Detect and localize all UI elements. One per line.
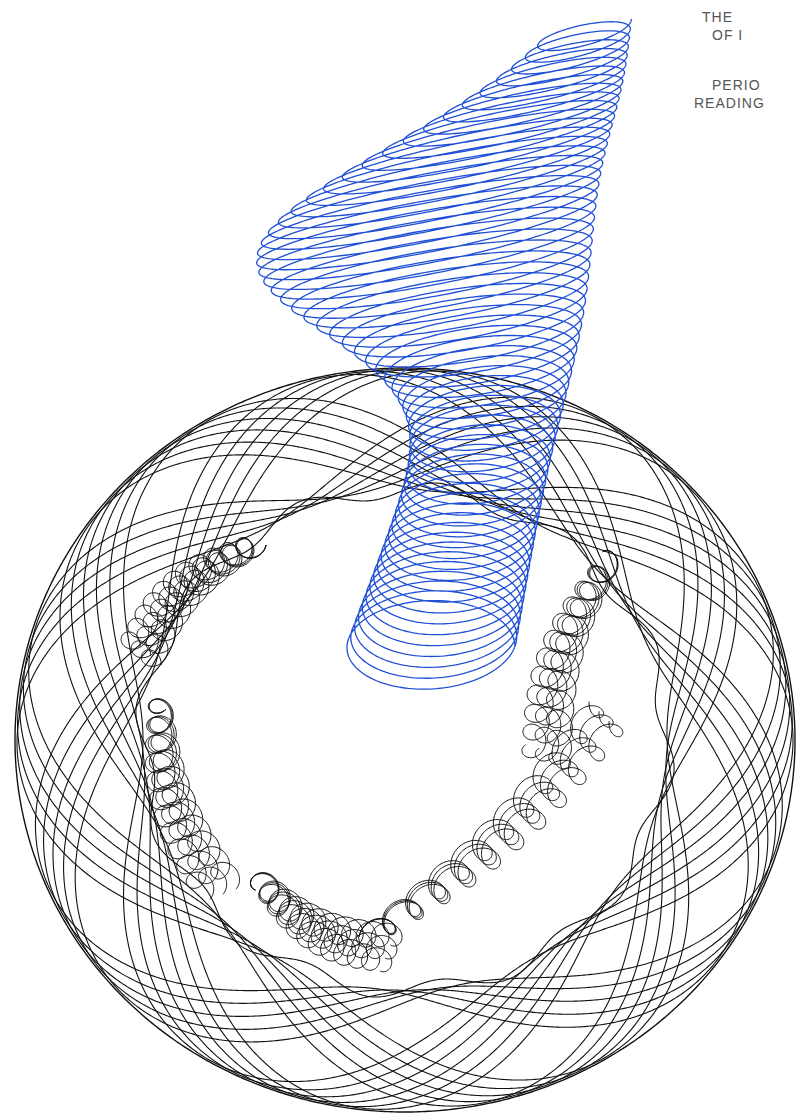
loop-cluster <box>250 873 396 959</box>
inner-wave <box>136 483 674 997</box>
loop-cluster <box>359 721 623 936</box>
blue-spiral <box>257 19 632 689</box>
stamp-text: OF I <box>712 28 743 42</box>
mesh-curve <box>18 406 698 1088</box>
stamp-text: READING <box>694 96 765 110</box>
stamp-text: PERIO <box>712 78 761 92</box>
loop-cluster <box>359 711 613 936</box>
loop-cluster <box>522 550 617 757</box>
loop-cluster <box>149 699 239 889</box>
loop-cluster <box>359 702 603 937</box>
mesh-curve <box>60 455 773 1109</box>
loop-cluster <box>131 538 266 658</box>
stamp-text: THE <box>702 10 733 24</box>
mesh-curve <box>53 370 768 1017</box>
loop-cluster <box>250 874 391 972</box>
loop-cluster <box>121 538 266 650</box>
loop-cluster <box>148 699 226 894</box>
mesh-curve <box>35 371 748 1027</box>
mesh-curve <box>29 440 737 1106</box>
mesh-curve <box>17 397 689 1080</box>
mesh-curve <box>75 375 782 1042</box>
loop-cluster <box>145 699 213 899</box>
mesh-curve <box>84 430 786 1103</box>
